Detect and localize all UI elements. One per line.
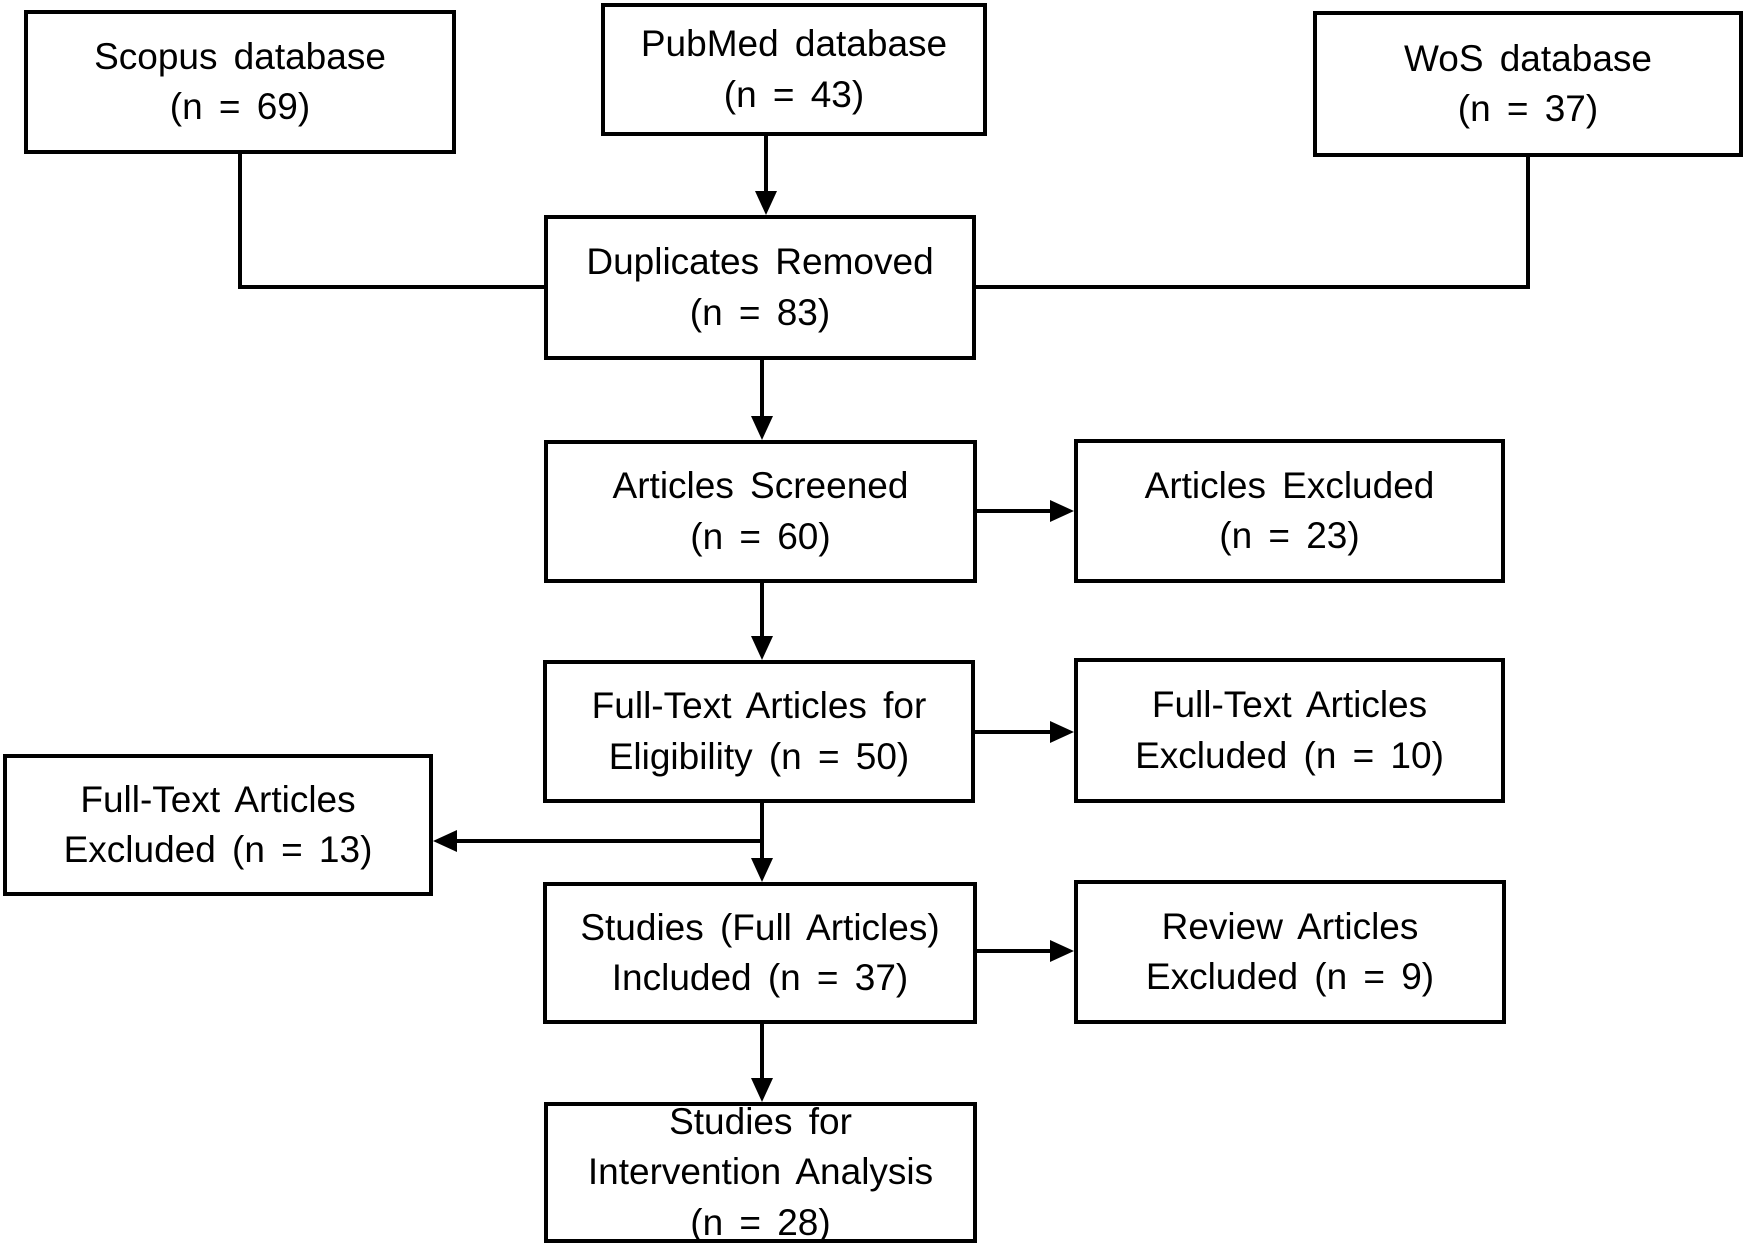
connector-eligibility-to-excluded10-line [975,730,1052,734]
connector-wos-to-duplicates-horizontal-line [976,285,1530,289]
connector-included-to-excluded9-arrowhead-icon [1050,940,1074,962]
node-review-articles-excluded: Review Articles Excluded (n = 9) [1074,880,1506,1024]
connector-eligibility-to-included-arrowhead-icon [751,858,773,882]
connector-screened-to-excluded-line [977,509,1052,513]
connector-branch-to-excluded13-arrowhead-icon [433,830,457,852]
connector-branch-to-excluded13-line [455,839,764,843]
connector-wos-to-duplicates-vertical-line [1526,157,1530,289]
node-pubmed-database: PubMed database (n = 43) [601,3,987,136]
node-articles-screened: Articles Screened (n = 60) [544,440,977,583]
connector-duplicates-to-screened-arrowhead-icon [751,416,773,440]
connector-eligibility-to-included-line [760,803,764,860]
connector-included-to-excluded9-line [977,949,1052,953]
node-studies-included: Studies (Full Articles) Included (n = 37… [543,882,977,1024]
connector-pubmed-to-duplicates-arrowhead-icon [755,191,777,215]
node-articles-excluded: Articles Excluded (n = 23) [1074,439,1505,583]
connector-included-to-intervention-line [760,1024,764,1080]
connector-eligibility-to-excluded10-arrowhead-icon [1050,721,1074,743]
connector-screened-to-eligibility-arrowhead-icon [751,636,773,660]
node-fulltext-excluded-13: Full-Text Articles Excluded (n = 13) [3,754,433,896]
connector-included-to-intervention-arrowhead-icon [751,1078,773,1102]
node-wos-database: WoS database (n = 37) [1313,11,1743,157]
connector-duplicates-to-screened-line [760,360,764,418]
node-duplicates-removed: Duplicates Removed (n = 83) [544,215,976,360]
connector-pubmed-to-duplicates-line [764,136,768,193]
connector-screened-to-eligibility-line [760,583,764,638]
node-intervention-analysis: Studies for Intervention Analysis (n = 2… [544,1101,977,1243]
connector-scopus-to-duplicates-horizontal-line [238,285,544,289]
node-fulltext-excluded-10: Full-Text Articles Excluded (n = 10) [1074,658,1505,803]
connector-screened-to-excluded-arrowhead-icon [1050,500,1074,522]
node-scopus-database: Scopus database (n = 69) [24,10,456,154]
connector-scopus-to-duplicates-vertical-line [238,154,242,289]
node-fulltext-for-eligibility: Full-Text Articles for Eligibility (n = … [543,660,975,803]
